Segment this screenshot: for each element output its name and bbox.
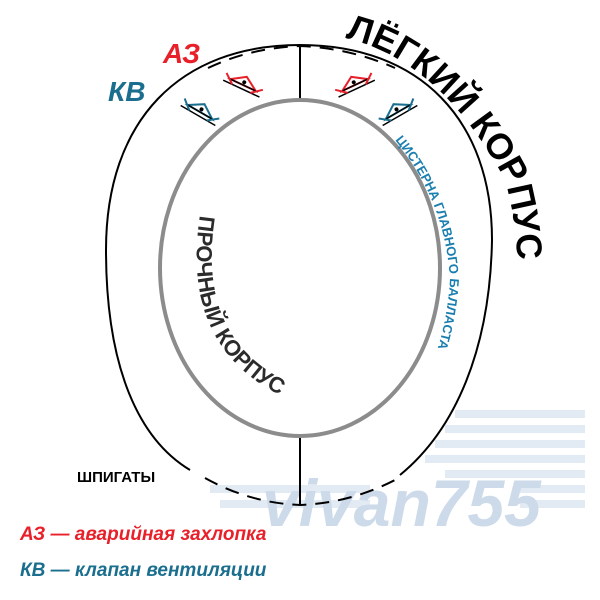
pressure-hull-outline (158, 98, 442, 438)
valve-kv-left (180, 98, 220, 127)
light-hull-outline-left (104, 44, 301, 471)
legend-kv: КВ — клапан вентиляции (20, 560, 267, 581)
light-hull-outline (299, 44, 494, 476)
az-label: АЗ (162, 38, 200, 69)
kv-label: КВ (108, 76, 145, 107)
pressure-hull-label: ПРОЧНЫЙ КОРПУС (192, 215, 290, 400)
valve-kv-right (378, 98, 418, 127)
valve-az-left (222, 72, 264, 98)
scuppers-label: ШПИГАТЫ (77, 469, 155, 486)
watermark-text: vivan755 (262, 466, 542, 540)
legend-az: АЗ — аварийная захлопка (20, 524, 267, 545)
main-ballast-tank-label: ЦИСТЕРНА ГЛАВНОГО БАЛЛАСТА (393, 132, 462, 352)
valve-az-right (334, 72, 376, 98)
